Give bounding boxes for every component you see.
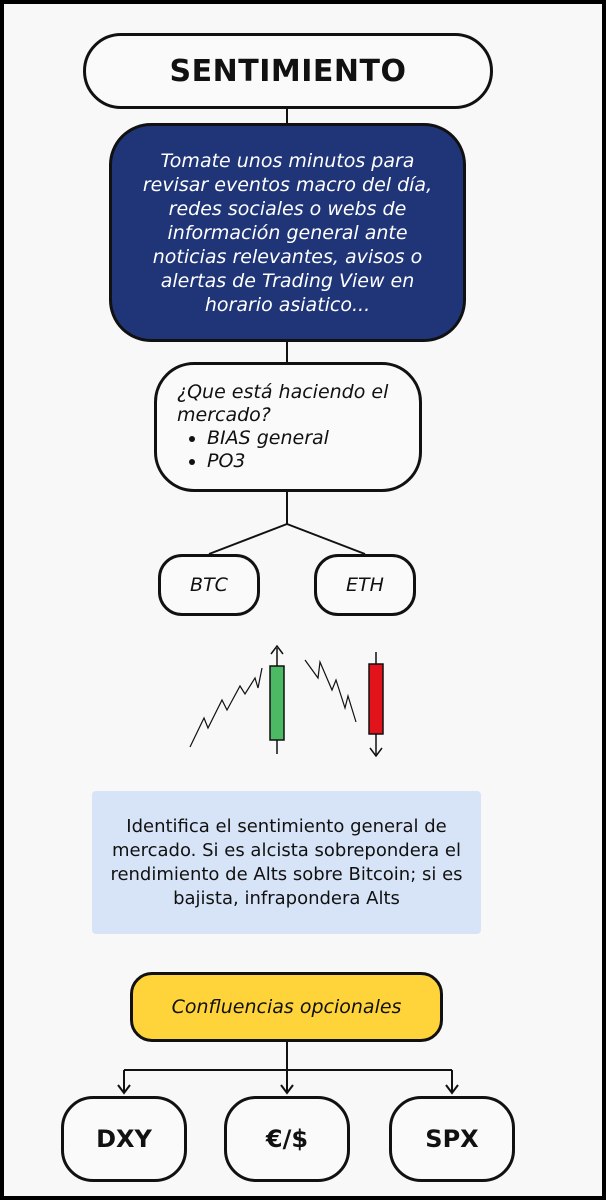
eur-usd-node: €/$ (224, 1096, 350, 1182)
btc-node: BTC (158, 554, 260, 616)
optional-confluences-node: Confluencias opcionales (130, 972, 443, 1042)
market-list: BIAS general PO3 (177, 427, 419, 473)
spx-node: SPX (389, 1096, 515, 1182)
dxy-node: DXY (61, 1096, 187, 1182)
uptrend-line-icon (189, 667, 263, 748)
tip-box: Tomate unos minutos para revisar eventos… (109, 123, 466, 342)
eth-node: ETH (314, 554, 416, 616)
downtrend-line-icon (304, 659, 357, 723)
market-item-po3: PO3 (207, 450, 419, 473)
market-question-box: ¿Que está haciendo el mercado? BIAS gene… (154, 362, 422, 492)
sentiment-info-box: Identifica el sentimiento general de mer… (92, 791, 481, 934)
bearish-candle-icon (368, 652, 384, 758)
bullish-candle-icon (269, 644, 285, 754)
market-question: ¿Que está haciendo el mercado? (177, 381, 389, 426)
market-item-bias: BIAS general (207, 427, 419, 450)
sentiment-title: SENTIMIENTO (83, 33, 493, 109)
